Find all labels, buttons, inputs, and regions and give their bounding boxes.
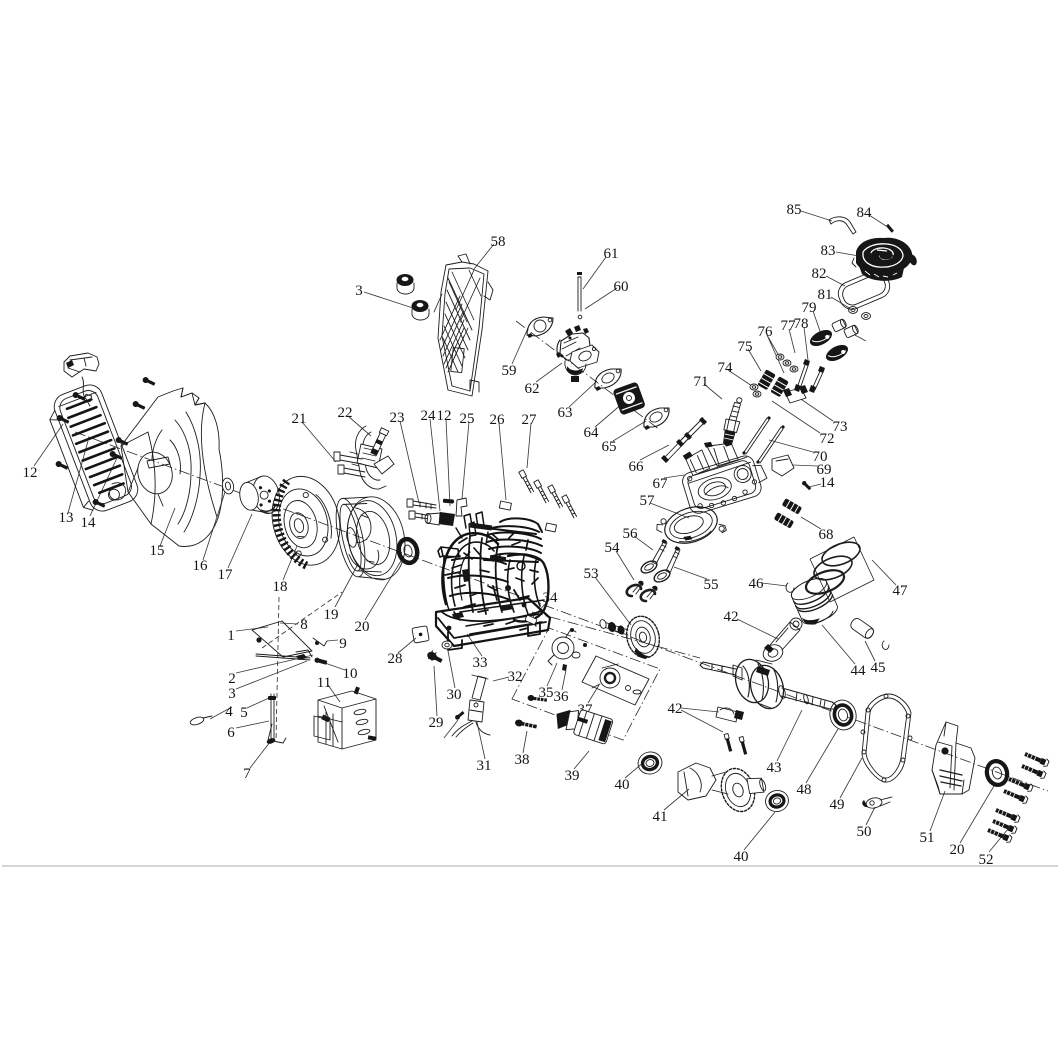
svg-text:40: 40 xyxy=(615,777,630,793)
svg-text:52: 52 xyxy=(979,852,994,868)
svg-text:77: 77 xyxy=(781,318,797,334)
svg-text:35: 35 xyxy=(539,685,554,701)
svg-text:18: 18 xyxy=(273,579,288,595)
svg-text:17: 17 xyxy=(218,567,234,583)
svg-text:58: 58 xyxy=(491,234,506,250)
svg-text:3: 3 xyxy=(355,283,363,299)
svg-text:34: 34 xyxy=(543,590,559,606)
svg-text:32: 32 xyxy=(508,669,523,685)
svg-text:45: 45 xyxy=(871,660,886,676)
svg-text:51: 51 xyxy=(920,830,935,846)
svg-text:40: 40 xyxy=(734,849,749,865)
svg-text:67: 67 xyxy=(653,476,669,492)
svg-text:41: 41 xyxy=(653,809,668,825)
svg-text:36: 36 xyxy=(554,689,570,705)
svg-text:50: 50 xyxy=(857,824,872,840)
svg-text:55: 55 xyxy=(704,577,719,593)
svg-text:61: 61 xyxy=(604,246,619,262)
svg-text:20: 20 xyxy=(355,619,370,635)
svg-text:73: 73 xyxy=(833,419,848,435)
svg-text:2: 2 xyxy=(228,671,236,687)
svg-text:1: 1 xyxy=(227,628,235,644)
svg-text:21: 21 xyxy=(292,411,307,427)
svg-text:56: 56 xyxy=(623,526,639,542)
svg-text:53: 53 xyxy=(584,566,599,582)
svg-text:60: 60 xyxy=(614,279,629,295)
svg-text:75: 75 xyxy=(738,339,753,355)
svg-text:71: 71 xyxy=(694,374,709,390)
svg-text:49: 49 xyxy=(830,797,845,813)
svg-text:82: 82 xyxy=(812,266,827,282)
svg-text:8: 8 xyxy=(300,617,308,633)
svg-text:69: 69 xyxy=(817,462,832,478)
svg-text:46: 46 xyxy=(749,576,765,592)
svg-text:14: 14 xyxy=(81,515,97,531)
svg-text:44: 44 xyxy=(851,663,867,679)
svg-text:23: 23 xyxy=(390,410,405,426)
svg-text:70: 70 xyxy=(813,449,828,465)
svg-text:57: 57 xyxy=(640,493,656,509)
svg-text:19: 19 xyxy=(324,607,339,623)
svg-text:26: 26 xyxy=(490,412,506,428)
svg-text:79: 79 xyxy=(802,300,817,316)
svg-text:20: 20 xyxy=(950,842,965,858)
svg-text:24: 24 xyxy=(421,408,437,424)
svg-text:25: 25 xyxy=(460,411,475,427)
svg-text:4: 4 xyxy=(225,704,233,720)
svg-text:39: 39 xyxy=(565,768,580,784)
svg-text:14: 14 xyxy=(820,475,836,491)
svg-text:81: 81 xyxy=(818,287,833,303)
svg-text:64: 64 xyxy=(584,425,600,441)
svg-text:83: 83 xyxy=(821,243,836,259)
svg-text:48: 48 xyxy=(797,782,812,798)
svg-text:47: 47 xyxy=(893,583,909,599)
svg-text:31: 31 xyxy=(477,758,492,774)
svg-text:10: 10 xyxy=(343,666,358,682)
svg-text:12: 12 xyxy=(23,465,38,481)
svg-text:62: 62 xyxy=(525,381,540,397)
svg-text:72: 72 xyxy=(820,431,835,447)
svg-text:78: 78 xyxy=(794,316,809,332)
svg-text:42: 42 xyxy=(724,609,739,625)
svg-text:12: 12 xyxy=(437,408,452,424)
svg-text:43: 43 xyxy=(767,760,782,776)
svg-text:54: 54 xyxy=(605,540,621,556)
svg-text:63: 63 xyxy=(558,405,573,421)
svg-text:85: 85 xyxy=(787,202,802,218)
svg-text:30: 30 xyxy=(447,687,462,703)
svg-text:15: 15 xyxy=(150,543,165,559)
svg-text:22: 22 xyxy=(338,405,353,421)
svg-text:3: 3 xyxy=(228,686,236,702)
svg-text:74: 74 xyxy=(718,360,734,376)
svg-text:11: 11 xyxy=(317,675,331,691)
svg-text:27: 27 xyxy=(522,412,538,428)
svg-text:76: 76 xyxy=(758,324,774,340)
svg-text:6: 6 xyxy=(227,725,235,741)
svg-text:7: 7 xyxy=(243,766,251,782)
svg-text:68: 68 xyxy=(819,527,834,543)
svg-text:33: 33 xyxy=(473,655,488,671)
svg-text:28: 28 xyxy=(388,651,403,667)
svg-text:5: 5 xyxy=(240,705,248,721)
svg-text:59: 59 xyxy=(502,363,517,379)
svg-text:29: 29 xyxy=(429,715,444,731)
svg-text:65: 65 xyxy=(602,439,617,455)
svg-text:84: 84 xyxy=(857,205,873,221)
svg-text:42: 42 xyxy=(668,701,683,717)
svg-text:16: 16 xyxy=(193,558,209,574)
svg-text:38: 38 xyxy=(515,752,530,768)
svg-text:66: 66 xyxy=(629,459,645,475)
svg-text:9: 9 xyxy=(339,636,347,652)
svg-text:13: 13 xyxy=(59,510,74,526)
